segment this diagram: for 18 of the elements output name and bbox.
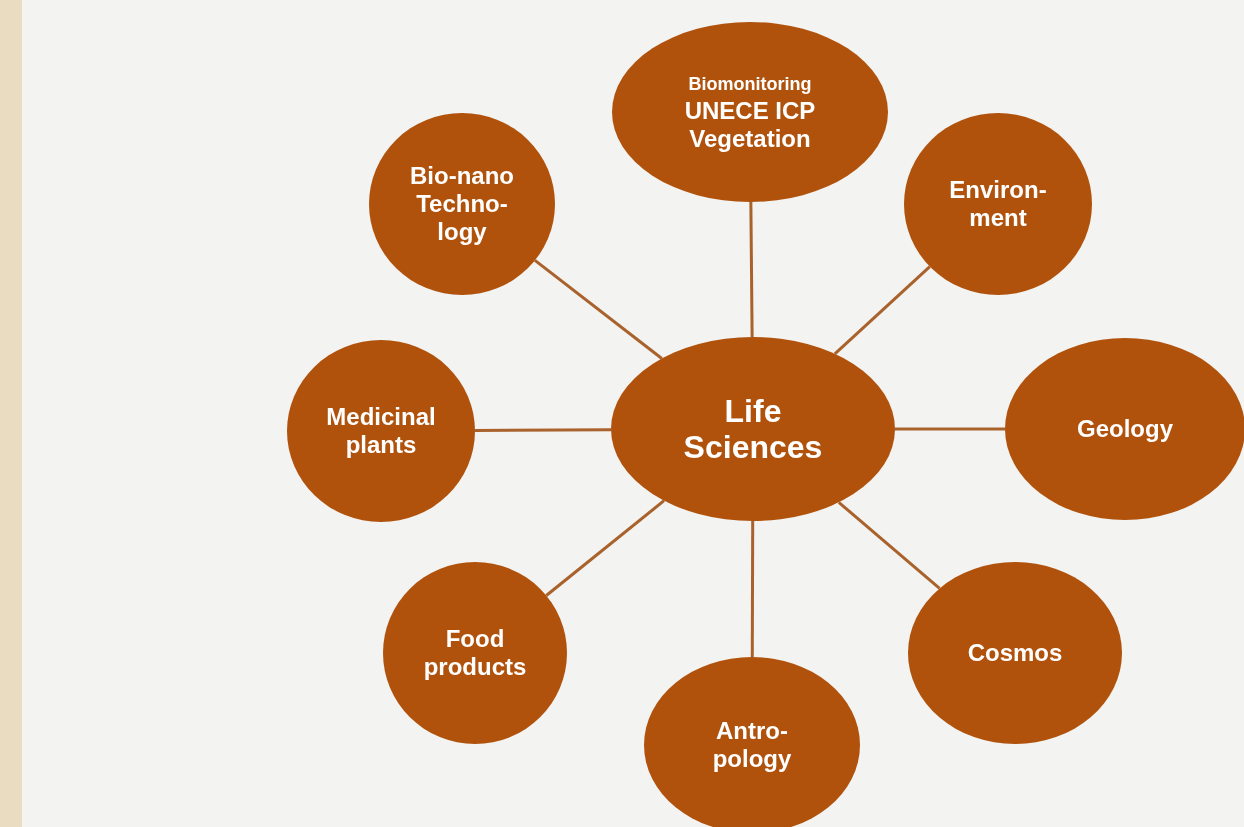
topic-label: Bio-nano Techno- logy <box>409 162 515 246</box>
topic-label: Life Sciences <box>682 393 824 465</box>
connector-line <box>534 259 663 360</box>
connector-line <box>837 501 941 590</box>
connector-line <box>749 202 754 337</box>
topic-label: Geology <box>1077 415 1173 443</box>
topic-label: Environ- ment <box>948 176 1048 232</box>
topic-label: Food products <box>422 625 528 681</box>
connector-line <box>895 427 1005 431</box>
topic-label: Biomonitoring <box>688 73 812 96</box>
connector-line <box>545 499 665 597</box>
topic-label: Antro- pology <box>711 717 793 773</box>
topic-label: Cosmos <box>967 639 1063 667</box>
topic-label: UNECE ICP Vegetation <box>683 97 817 153</box>
connector-line <box>475 428 611 432</box>
connector-line <box>833 265 931 355</box>
connector-line <box>750 521 755 657</box>
topic-label: Medicinal plants <box>325 403 437 459</box>
